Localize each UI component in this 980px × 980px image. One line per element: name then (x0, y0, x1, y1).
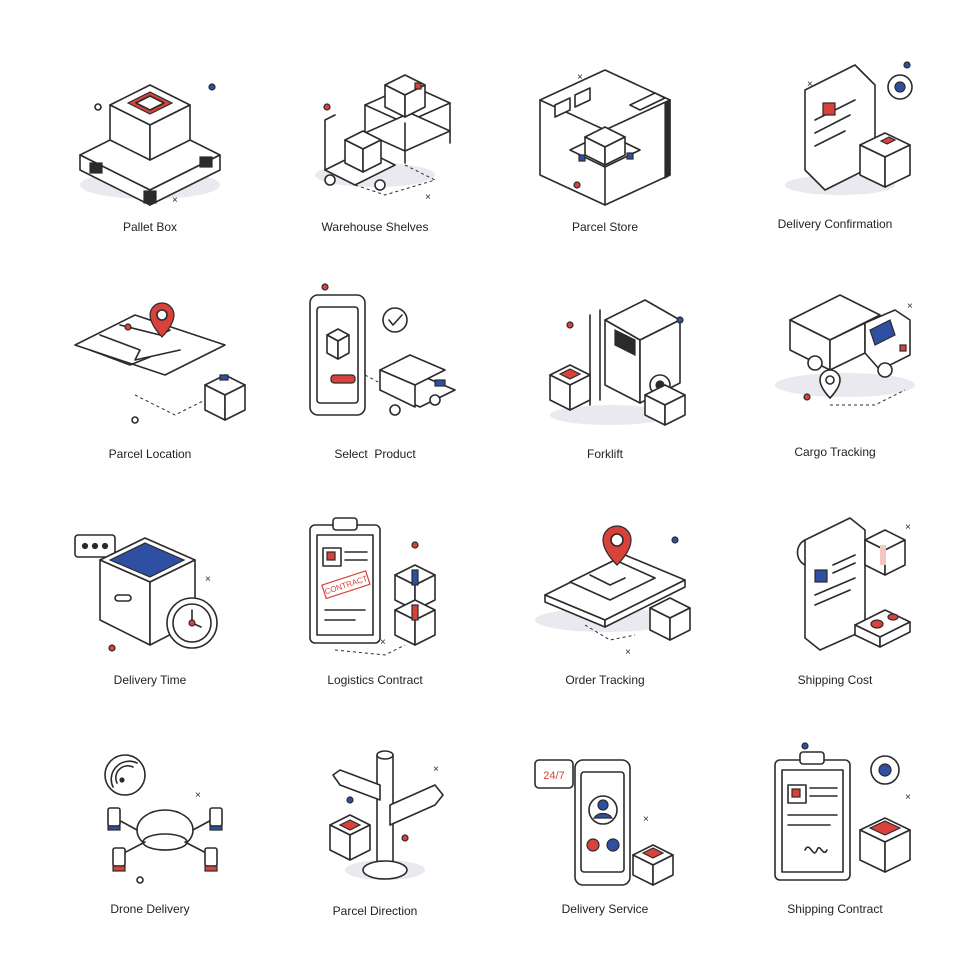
icon-tile-parcel-location: Parcel Location (30, 275, 270, 505)
icon-tile-pallet-box: × Pallet Box (30, 45, 270, 275)
forklift-icon (549, 299, 686, 426)
shipping-contract-icon: × (774, 742, 911, 881)
icon-tile-parcel-direction: × Parcel Direction (255, 730, 495, 960)
order-tracking-icon: × (535, 525, 691, 658)
cargo-tracking-icon: × (775, 294, 915, 406)
icon-tile-order-tracking: × Order Tracking (485, 500, 725, 730)
icon-label: Delivery Confirmation (777, 217, 893, 231)
svg-text:×: × (907, 301, 913, 312)
warehouse-shelves-icon: × (315, 74, 451, 203)
icon-label: Shipping Cost (797, 673, 873, 687)
delivery-service-icon: 24/7 × (534, 759, 674, 886)
svg-text:×: × (380, 637, 386, 648)
icon-label: Warehouse Shelves (321, 220, 429, 234)
parcel-direction-icon: × (329, 750, 444, 880)
svg-text:×: × (807, 79, 813, 90)
icon-label: Parcel Direction (332, 904, 418, 918)
icon-tile-forklift: Forklift (485, 275, 725, 505)
icon-label: Select Product (334, 447, 416, 461)
icon-tile-delivery-time: × Delivery Time (30, 500, 270, 730)
icon-tile-delivery-confirmation: × Delivery Confirmation (715, 45, 955, 275)
icon-label: Parcel Location (108, 447, 192, 461)
icon-tile-parcel-store: × Parcel Store (485, 45, 725, 275)
svg-text:×: × (643, 814, 649, 825)
icon-tile-delivery-service: 24/7 × Delivery Service (485, 730, 725, 960)
delivery-confirmation-icon: × (785, 61, 913, 195)
icon-tile-shipping-contract: × Shipping Contract (715, 730, 955, 960)
icon-tile-cargo-tracking: × Cargo Tracking (715, 275, 955, 505)
icon-label: Pallet Box (122, 220, 178, 234)
svg-text:×: × (577, 72, 583, 83)
icon-label: Order Tracking (565, 673, 645, 687)
svg-text:×: × (433, 764, 439, 775)
icon-tile-drone-delivery: × Drone Delivery (30, 730, 270, 960)
shipping-cost-icon: × (796, 517, 911, 651)
icon-label: Logistics Contract (327, 673, 423, 687)
svg-text:×: × (905, 792, 911, 803)
drone-delivery-icon: × (104, 754, 223, 884)
select-product-icon (309, 283, 456, 416)
logistics-contract-icon: CONTRACT × (309, 517, 436, 656)
parcel-store-icon: × (539, 69, 671, 206)
delivery-time-icon: × (74, 534, 218, 652)
icon-label: Delivery Time (113, 673, 187, 687)
svg-text:×: × (205, 574, 211, 585)
svg-text:×: × (425, 192, 431, 203)
svg-text:×: × (172, 195, 178, 206)
icon-tile-select-product: Select Product (255, 275, 495, 505)
icon-label: Delivery Service (561, 902, 649, 916)
icon-label: Cargo Tracking (794, 445, 876, 459)
icon-tile-warehouse-shelves: × Warehouse Shelves (255, 45, 495, 275)
icon-label: Parcel Store (571, 220, 639, 234)
pallet-box-icon: × (79, 83, 221, 206)
service-hours-text: 24/7 (543, 770, 564, 782)
svg-text:×: × (195, 790, 201, 801)
icon-tile-logistics-contract: CONTRACT × Logistics Contract (255, 500, 495, 730)
svg-text:×: × (905, 522, 911, 533)
icon-label: Shipping Contract (787, 902, 883, 916)
icon-label: Forklift (587, 447, 623, 461)
icon-tile-shipping-cost: × Shipping Cost (715, 500, 955, 730)
icon-label: Drone Delivery (110, 902, 190, 916)
svg-text:×: × (625, 647, 631, 658)
parcel-location-icon (74, 302, 246, 424)
